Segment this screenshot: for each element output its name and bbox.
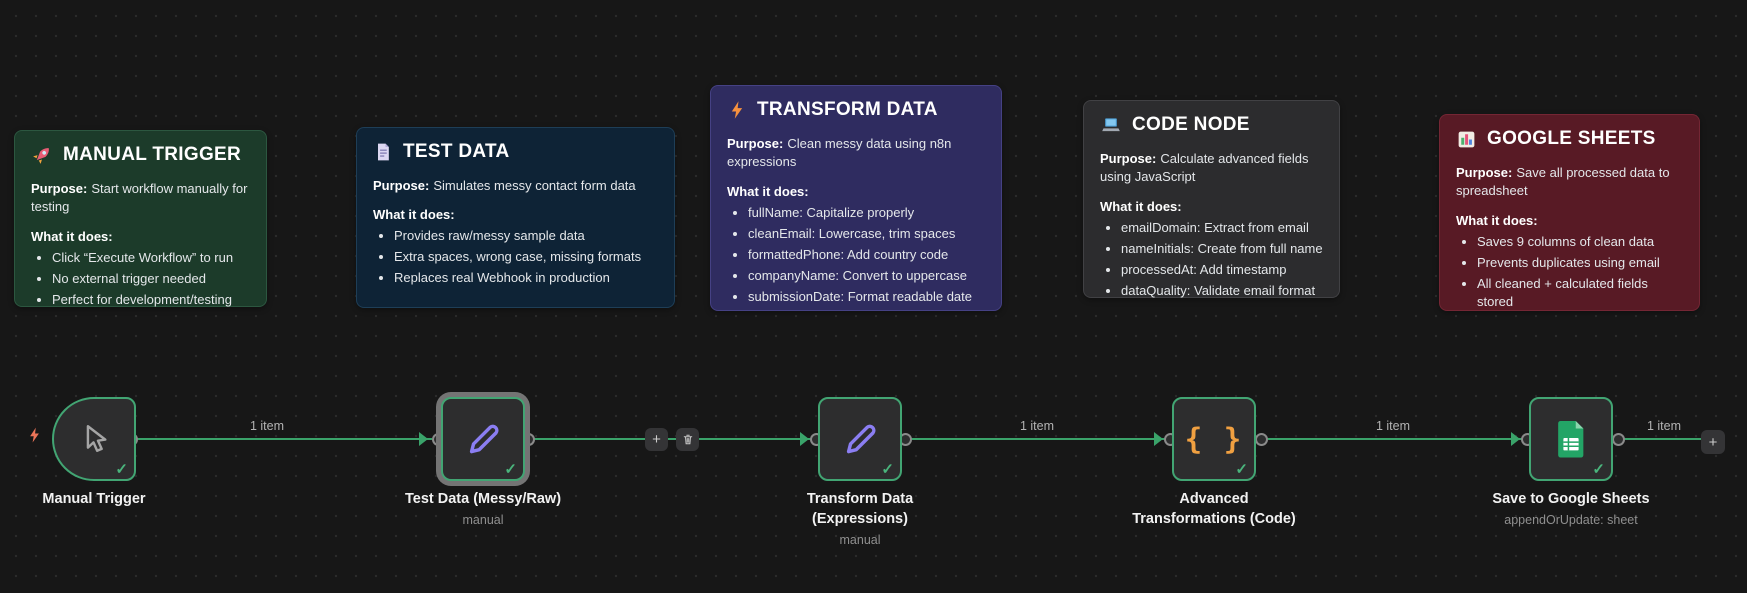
success-check-icon: ✓ [1235,461,1248,478]
node-test-data[interactable]: ✓ [441,397,525,481]
sticky-what-label: What it does: [1456,212,1538,228]
bullet-item: Perfect for development/testing [52,291,250,309]
sticky-title: MANUAL TRIGGER [63,144,242,165]
node-name-label: Save to Google Sheets [1492,491,1650,507]
add-next-node-button[interactable]: + [1701,430,1725,454]
wire-arrow-icon [1511,432,1520,446]
node-name-label: Advanced Transformations (Code) [1132,491,1296,527]
sticky-note-transform-data[interactable]: TRANSFORM DATA Purpose:Clean messy data … [710,85,1002,311]
bullet-item: cleanEmail: Lowercase, trim spaces [748,225,985,243]
bullet-item: processedAt: Add timestamp [1121,261,1323,279]
bullet-item: Prevents duplicates using email [1477,254,1683,272]
sticky-purpose: Purpose:Save all processed data to sprea… [1456,165,1670,199]
wire-item-count: 1 item [1646,419,1682,433]
bullet-item: dataQuality: Validate email format [1121,282,1323,300]
sticky-title: TEST DATA [403,141,510,162]
node-subtitle: appendOrUpdate: sheet [1504,513,1638,527]
bullet-item: submissionDate: Format readable date [748,288,985,306]
success-check-icon: ✓ [504,461,517,478]
bullet-item: Replaces real Webhook in production [394,269,658,287]
sticky-header: TEST DATA [373,141,658,163]
node-name-label: Transform Data (Expressions) [806,491,914,527]
bullet-item: Provides raw/messy sample data [394,227,658,245]
bullet-item: Saves 9 columns of clean data [1477,233,1683,251]
connection-wire[interactable] [136,438,432,440]
success-check-icon: ✓ [881,461,894,478]
output-port[interactable] [1255,433,1268,446]
sticky-what-label: What it does: [727,183,809,199]
node-manual-trigger[interactable]: ✓ [52,397,136,481]
connection-wire[interactable] [902,438,1167,440]
wire-arrow-icon [419,432,428,446]
sticky-bullet-list: Saves 9 columns of clean data Prevents d… [1456,233,1683,312]
success-check-icon: ✓ [1592,461,1605,478]
sticky-purpose: Purpose:Calculate advanced fields using … [1100,151,1309,185]
sticky-bullet-list: Provides raw/messy sample data Extra spa… [373,227,658,287]
sticky-header: MANUAL TRIGGER [31,144,250,166]
wire-item-count: 1 item [1375,419,1411,433]
sticky-what-label: What it does: [1100,198,1182,214]
laptop-icon [1100,115,1122,135]
bullet-item: Extra spaces, wrong case, missing format… [394,248,658,266]
sticky-note-manual-trigger[interactable]: MANUAL TRIGGER Purpose:Start workflow ma… [14,130,267,307]
sticky-bullet-list: emailDomain: Extract from email nameInit… [1100,219,1323,300]
bullet-item: fullName: Capitalize properly [748,204,985,222]
bar-chart-icon [1456,129,1477,150]
sticky-what-label: What it does: [373,207,455,223]
document-icon [373,141,393,163]
sticky-purpose: Purpose:Start workflow manually for test… [31,181,248,215]
wire-item-count: 1 item [249,419,285,433]
sticky-title: CODE NODE [1132,114,1250,135]
sticky-note-test-data[interactable]: TEST DATA Purpose:Simulates messy contac… [356,127,675,308]
sticky-bullet-list: Click “Execute Workflow” to run No exter… [31,249,250,309]
wire-arrow-icon [800,432,809,446]
sticky-purpose: Purpose:Clean messy data using n8n expre… [727,136,952,170]
pencil-icon [465,421,501,457]
trigger-bolt-icon [26,424,43,451]
cursor-icon [77,422,111,456]
node-save-to-google-sheets[interactable]: ✓ [1529,397,1613,481]
code-braces-icon: { } [1184,422,1244,456]
output-port[interactable] [1612,433,1625,446]
bullet-item: All cleaned + calculated fields stored [1477,275,1683,312]
pencil-icon [842,421,878,457]
success-check-icon: ✓ [115,461,128,478]
bullet-item: emailDomain: Extract from email [1121,219,1323,237]
node-transform-data[interactable]: ✓ [818,397,902,481]
sticky-header: GOOGLE SHEETS [1456,128,1683,150]
sticky-bullet-list: fullName: Capitalize properly cleanEmail… [727,204,985,306]
sticky-purpose: Purpose:Simulates messy contact form dat… [373,178,636,193]
node-name-label: Test Data (Messy/Raw) [404,491,562,507]
bullet-item: nameInitials: Create from full name [1121,240,1323,258]
rocket-icon [31,144,53,166]
wire-item-count: 1 item [1019,419,1055,433]
bullet-item: Click “Execute Workflow” to run [52,249,250,267]
node-name-label: Manual Trigger [42,491,146,507]
bullet-item: No external trigger needed [52,270,250,288]
add-node-on-wire-button[interactable]: + [645,428,668,451]
sticky-note-google-sheets[interactable]: GOOGLE SHEETS Purpose:Save all processed… [1439,114,1700,311]
wire-arrow-icon [1154,432,1163,446]
node-advanced-transformations[interactable]: { } ✓ [1172,397,1256,481]
node-subtitle: manual [462,513,504,527]
lightning-icon [727,99,747,121]
sticky-what-label: What it does: [31,228,113,244]
node-subtitle: manual [839,533,881,547]
sticky-header: CODE NODE [1100,114,1323,136]
connection-wire[interactable] [525,438,818,440]
sticky-title: TRANSFORM DATA [757,99,938,120]
google-sheets-icon [1552,419,1590,459]
sticky-title: GOOGLE SHEETS [1487,128,1656,149]
connection-wire[interactable] [1613,438,1702,440]
delete-connection-button[interactable] [676,428,699,451]
bullet-item: formattedPhone: Add country code [748,246,985,264]
sticky-note-code-node[interactable]: CODE NODE Purpose:Calculate advanced fie… [1083,100,1340,298]
bullet-item: companyName: Convert to uppercase [748,267,985,285]
connection-wire[interactable] [1258,438,1524,440]
sticky-header: TRANSFORM DATA [727,99,985,121]
